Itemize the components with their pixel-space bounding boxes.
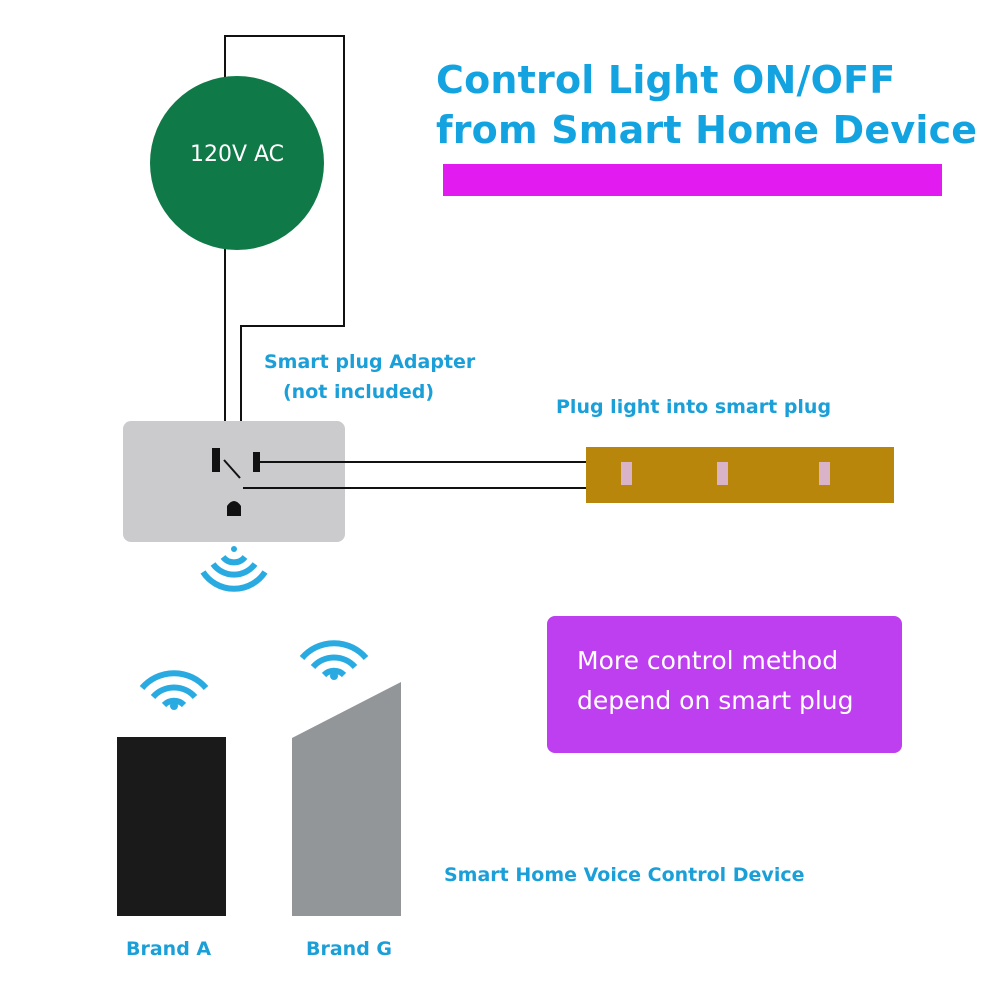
title-line-1: Control Light ON/OFF <box>436 58 896 102</box>
note-line-2: depend on smart plug <box>577 686 854 715</box>
light-strip-led <box>717 462 728 485</box>
wifi-icon <box>200 546 268 592</box>
outlet-icon <box>212 448 260 516</box>
light-strip-label: Plug light into smart plug <box>556 396 832 418</box>
smart-plug-note: (not included) <box>283 381 435 403</box>
control-method-note: More control method depend on smart plug <box>547 616 902 753</box>
brand-a-label: Brand A <box>126 938 212 960</box>
power-source-label: 120V AC <box>189 142 285 167</box>
smart-plug-body <box>123 421 345 542</box>
brand-g-label: Brand G <box>306 938 393 960</box>
light-strip-led <box>819 462 830 485</box>
light-strip-led <box>621 462 632 485</box>
wifi-icon <box>139 670 209 710</box>
smart-plug-label: Smart plug Adapter <box>264 351 476 373</box>
brand-g-device <box>292 682 401 916</box>
light-strip <box>586 447 894 503</box>
title-underline-bar <box>443 164 942 196</box>
brand-a-device <box>117 737 226 916</box>
title-line-2: from Smart Home Device <box>436 108 978 152</box>
note-line-1: More control method <box>577 646 839 675</box>
power-wire-loop <box>224 35 345 422</box>
power-source-circle <box>150 76 324 250</box>
wifi-icon <box>299 640 369 680</box>
voice-device-label: Smart Home Voice Control Device <box>444 864 805 886</box>
